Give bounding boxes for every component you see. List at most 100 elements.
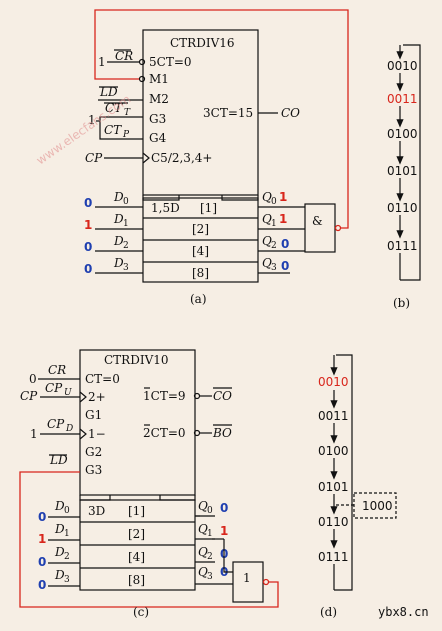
- svg-text:0: 0: [64, 506, 70, 516]
- panel-b: 0010 0011 0100 0101 0110 0111 (b): [387, 44, 421, 310]
- cpd-c-label: CP: [47, 417, 65, 431]
- svg-text:D: D: [54, 568, 65, 582]
- c5-a-label: C5/2,3,4+: [151, 151, 212, 165]
- co-c-label: CO: [213, 389, 232, 403]
- svg-text:D: D: [113, 212, 124, 226]
- svg-text:3: 3: [64, 575, 70, 585]
- g1-c-label: G1: [85, 408, 102, 422]
- din-c-2: 0: [38, 555, 46, 569]
- svg-text:[2]: [2]: [128, 527, 145, 541]
- state-d-1: 0011: [318, 409, 349, 423]
- state-b-3: 0101: [387, 164, 418, 178]
- counter-c-control-block: [79, 349, 196, 496]
- state-d-3: 0101: [318, 480, 349, 494]
- svg-text:2: 2: [271, 241, 277, 251]
- svg-text:U: U: [64, 388, 72, 398]
- svg-text:2: 2: [207, 552, 213, 562]
- ct9-c-label: 1CT=9: [143, 389, 186, 403]
- cp-c-label: CP: [20, 389, 38, 403]
- svg-text:2: 2: [64, 552, 70, 562]
- and-gate-symbol: &: [312, 214, 323, 228]
- g4-a-label: G4: [149, 131, 167, 145]
- svg-text:[4]: [4]: [192, 244, 209, 258]
- inverter-gate-symbol: 1: [243, 571, 251, 585]
- up-c-label: 2+: [88, 390, 106, 404]
- g2-c-label: G2: [85, 445, 102, 459]
- svg-text:3: 3: [271, 263, 277, 273]
- state-b-1: 0011: [387, 92, 418, 106]
- q-a-3-value: 0: [281, 259, 289, 273]
- transient-state-1000: 1000: [362, 499, 393, 513]
- state-b-4: 0110: [387, 201, 418, 215]
- q-c-0-value: 0: [220, 501, 228, 515]
- state-b-5: 0111: [387, 239, 418, 253]
- svg-text:1: 1: [123, 219, 129, 229]
- svg-text:[4]: [4]: [128, 550, 145, 564]
- feedback-wire-a: [94, 9, 349, 229]
- ld-c-label: LD: [49, 453, 68, 467]
- svg-text:0: 0: [207, 506, 213, 516]
- cr-a-label: CR: [115, 49, 133, 63]
- svg-text:D: D: [113, 190, 124, 204]
- svg-text:T: T: [124, 108, 131, 118]
- caption-c: (c): [133, 605, 149, 619]
- bo-c-label: BO: [212, 426, 232, 440]
- co-a-label: CO: [281, 106, 300, 120]
- caption-b: (b): [393, 296, 410, 310]
- d3d-c-label: 3D: [88, 504, 105, 518]
- caption-d: (d): [320, 605, 337, 619]
- svg-text:D: D: [54, 499, 65, 513]
- q-a-2-value: 0: [281, 237, 289, 251]
- ct-a-input: 1: [88, 113, 96, 127]
- svg-text:1: 1: [271, 219, 277, 229]
- chip-c-title: CTRDIV10: [104, 353, 169, 367]
- svg-text:0: 0: [123, 197, 129, 207]
- cpu-c-label: CP: [45, 381, 63, 395]
- state-d-2: 0100: [318, 444, 349, 458]
- svg-text:D: D: [113, 256, 124, 270]
- ld-a-label: LD: [99, 85, 118, 99]
- din-a-3: 0: [84, 262, 92, 276]
- g3-a-label: G3: [149, 112, 166, 126]
- ct15-a-label: 3CT=15: [203, 106, 253, 120]
- svg-text:1: 1: [64, 529, 70, 539]
- state-d-4: 0110: [318, 515, 349, 529]
- svg-text:[2]: [2]: [192, 222, 209, 236]
- svg-text:P: P: [122, 130, 130, 140]
- svg-text:D: D: [65, 424, 73, 434]
- din-c-3: 0: [38, 578, 46, 592]
- din-a-0: 0: [84, 196, 92, 210]
- g3-c-label: G3: [85, 463, 102, 477]
- panel-c: CTRDIV10 0 CR CT=0 CP CP U 2+ G1 1 CP D …: [19, 349, 279, 619]
- q-a-1-value: 1: [279, 212, 287, 226]
- din-a-1: 1: [84, 218, 92, 232]
- cr-a-input: 1: [98, 55, 106, 69]
- cr-c-label: CR: [48, 363, 66, 377]
- svg-text:2: 2: [123, 241, 129, 251]
- din-c-0: 0: [38, 510, 46, 524]
- svg-text:Q: Q: [262, 212, 272, 226]
- din-c-1: 1: [38, 532, 46, 546]
- d15-a-label: 1,5D: [151, 201, 180, 215]
- svg-text:[1]: [1]: [128, 504, 145, 518]
- svg-text:D: D: [54, 522, 65, 536]
- svg-text:Q: Q: [262, 234, 272, 248]
- svg-text:3: 3: [123, 263, 129, 273]
- svg-text:[8]: [8]: [128, 573, 145, 587]
- state-b-0: 0010: [387, 59, 418, 73]
- svg-text:3: 3: [207, 572, 213, 582]
- cp-a-label: CP: [85, 151, 103, 165]
- svg-text:Q: Q: [262, 190, 272, 204]
- dn-c-label: 1−: [88, 427, 106, 441]
- svg-text:[1]: [1]: [200, 201, 217, 215]
- svg-text:Q: Q: [262, 256, 272, 270]
- svg-text:D: D: [54, 545, 65, 559]
- m2-a-label: M2: [149, 92, 169, 106]
- svg-text:[8]: [8]: [192, 266, 209, 280]
- din-a-2: 0: [84, 240, 92, 254]
- m1-a-label: M1: [149, 72, 169, 86]
- svg-text:Q: Q: [198, 565, 208, 579]
- svg-text:1: 1: [207, 529, 213, 539]
- cr-c-input: 0: [29, 372, 37, 386]
